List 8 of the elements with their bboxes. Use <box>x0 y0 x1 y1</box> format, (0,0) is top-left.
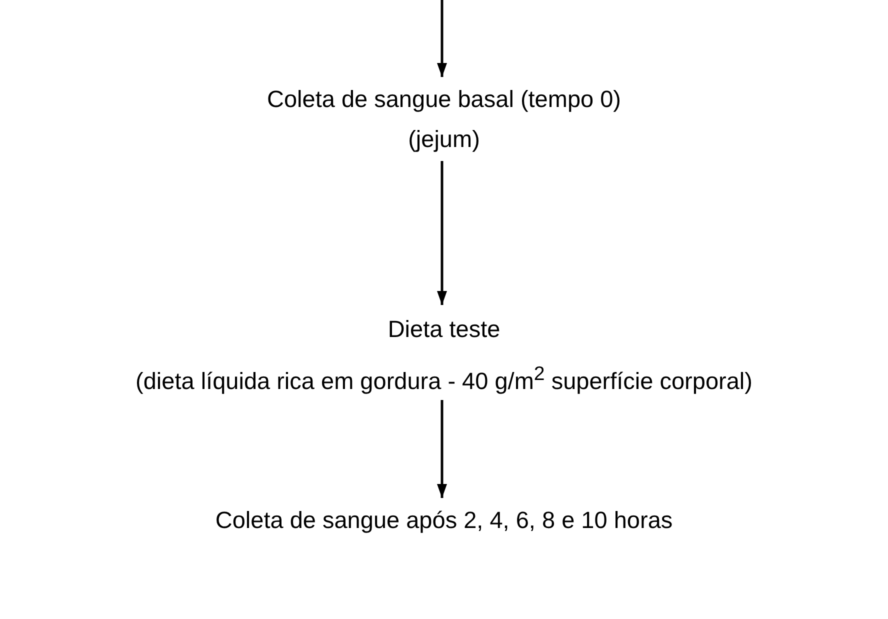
step-text: Coleta de sangue após 2, 4, 6, 8 e 10 horas <box>215 506 673 535</box>
arrow <box>437 161 447 305</box>
step-text: (dieta líquida rica em gordura - 40 g/m$^{2}$ superfície corporal) <box>136 362 752 396</box>
arrow <box>437 0 447 77</box>
step-text: Coleta de sangue basal (tempo 0) <box>266 85 622 114</box>
arrow <box>437 400 447 498</box>
step-text: Dieta teste <box>388 315 500 344</box>
step-text: (jejum) <box>408 125 480 154</box>
